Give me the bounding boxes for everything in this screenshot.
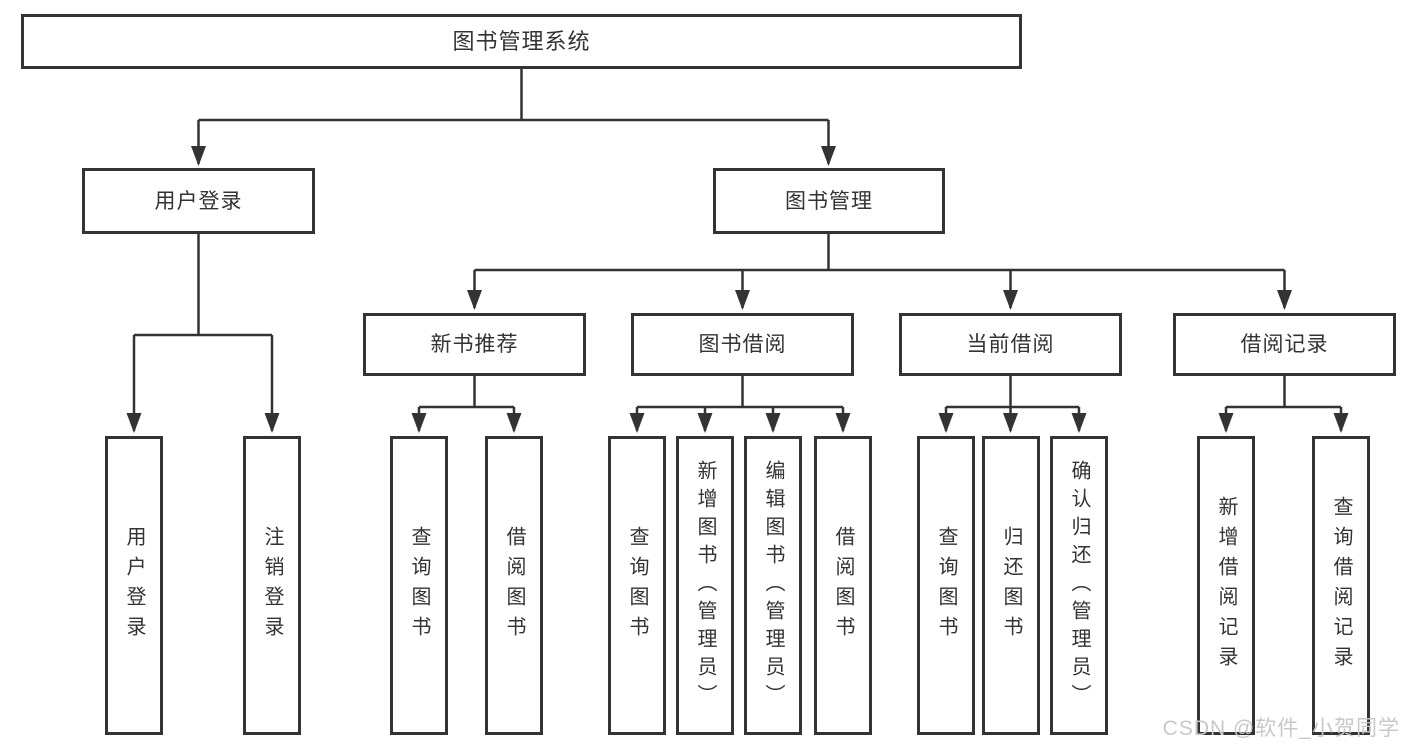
node-library-management-system: 图书管理系统	[21, 14, 1022, 69]
leaf-borrow-books: 借阅图书	[814, 436, 872, 735]
leaf-edit-book-admin: 编辑图书（管理员）	[744, 436, 802, 735]
leaf-label: 用户登录	[123, 525, 145, 646]
leaf-add-borrow-record: 新增借阅记录	[1197, 436, 1255, 735]
leaf-return-book: 归还图书	[982, 436, 1040, 735]
leaf-label: 借阅图书	[503, 525, 525, 646]
leaf-label: 借阅图书	[832, 525, 854, 646]
node-user-login: 用户登录	[82, 168, 315, 234]
leaf-label: 新增图书（管理员）	[694, 459, 716, 712]
leaf-label: 确认归还（管理员）	[1068, 459, 1090, 712]
leaf-label: 归还图书	[1000, 525, 1022, 646]
leaf-label: 编辑图书（管理员）	[762, 459, 784, 712]
csdn-watermark: CSDN @软件_小贺同学	[1162, 717, 1400, 740]
leaf-label: 注销登录	[261, 525, 283, 646]
leaf-label: 查询借阅记录	[1330, 495, 1352, 676]
leaf-label: 查询图书	[408, 525, 430, 646]
leaf-add-book-admin: 新增图书（管理员）	[676, 436, 734, 735]
leaf-query-borrow-record: 查询借阅记录	[1312, 436, 1370, 735]
leaf-query-books-current: 查询图书	[917, 436, 975, 735]
leaf-label: 查询图书	[935, 525, 957, 646]
leaf-confirm-return-admin: 确认归还（管理员）	[1050, 436, 1108, 735]
leaf-label: 新增借阅记录	[1215, 495, 1237, 676]
node-book-management: 图书管理	[713, 168, 945, 234]
node-new-book-recommendation: 新书推荐	[363, 313, 586, 376]
node-current-borrowing: 当前借阅	[899, 313, 1122, 376]
leaf-label: 查询图书	[626, 525, 648, 646]
node-book-borrowing: 图书借阅	[631, 313, 854, 376]
node-borrowing-records: 借阅记录	[1173, 313, 1396, 376]
leaf-logout: 注销登录	[243, 436, 301, 735]
leaf-user-login: 用户登录	[105, 436, 163, 735]
leaf-query-books-borrow: 查询图书	[608, 436, 666, 735]
leaf-query-books-recommend: 查询图书	[390, 436, 448, 735]
leaf-borrow-books-recommend: 借阅图书	[485, 436, 543, 735]
